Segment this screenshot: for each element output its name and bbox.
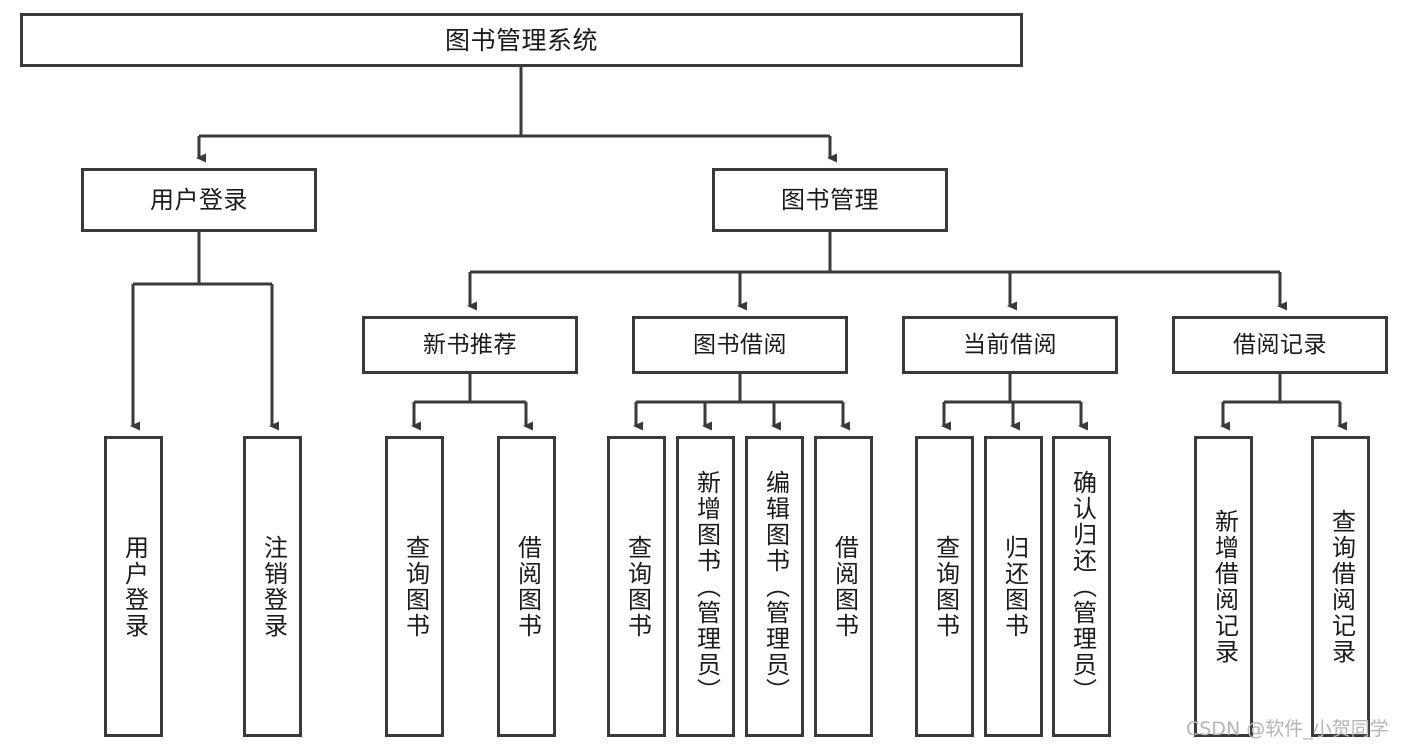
node-user-login[interactable]: 用户登录 (81, 168, 317, 232)
node-leaf-borrow-book-2-label: 借阅图书 (830, 534, 859, 639)
node-leaf-borrow-book-1[interactable]: 借阅图书 (497, 436, 556, 737)
node-leaf-borrow-book-2[interactable]: 借阅图书 (814, 436, 873, 737)
node-leaf-query-book-3[interactable]: 查询图书 (915, 436, 974, 737)
csdn-watermark: CSDN @软件_小贺同学 (1186, 718, 1389, 740)
node-leaf-return-book-label: 归还图书 (1000, 534, 1029, 639)
node-leaf-add-book-label: 新增图书（管理员） (692, 469, 721, 704)
node-leaf-add-book[interactable]: 新增图书（管理员） (676, 436, 735, 737)
node-book-borrow[interactable]: 图书借阅 (632, 316, 848, 374)
node-user-login-label: 用户登录 (150, 186, 248, 214)
node-leaf-edit-book-label: 编辑图书（管理员） (761, 469, 790, 704)
node-leaf-edit-book[interactable]: 编辑图书（管理员） (745, 436, 804, 737)
node-new-book-rec-label: 新书推荐 (423, 331, 517, 358)
node-leaf-confirm-return-label: 确认归还（管理员） (1068, 469, 1097, 704)
node-leaf-logout-label: 注销登录 (259, 534, 288, 639)
node-root-label: 图书管理系统 (444, 25, 598, 55)
node-borrow-record[interactable]: 借阅记录 (1172, 316, 1388, 374)
node-leaf-query-book-2-label: 查询图书 (623, 534, 652, 639)
node-new-book-rec[interactable]: 新书推荐 (362, 316, 578, 374)
node-leaf-query-book-1[interactable]: 查询图书 (385, 436, 444, 737)
node-leaf-user-login[interactable]: 用户登录 (104, 436, 163, 737)
node-leaf-add-record[interactable]: 新增借阅记录 (1194, 436, 1253, 737)
node-leaf-borrow-book-1-label: 借阅图书 (513, 534, 542, 639)
node-current-borrow-label: 当前借阅 (963, 331, 1057, 358)
node-leaf-query-book-1-label: 查询图书 (401, 534, 430, 639)
node-leaf-query-book-3-label: 查询图书 (931, 534, 960, 639)
node-leaf-query-record[interactable]: 查询借阅记录 (1311, 436, 1370, 737)
node-leaf-query-book-2[interactable]: 查询图书 (607, 436, 666, 737)
node-leaf-query-record-label: 查询借阅记录 (1327, 508, 1356, 665)
node-leaf-user-login-label: 用户登录 (120, 534, 149, 639)
node-borrow-record-label: 借阅记录 (1233, 331, 1327, 358)
node-root[interactable]: 图书管理系统 (20, 13, 1023, 67)
node-leaf-confirm-return[interactable]: 确认归还（管理员） (1052, 436, 1111, 737)
node-leaf-add-record-label: 新增借阅记录 (1210, 508, 1239, 665)
node-book-manage-label: 图书管理 (781, 186, 879, 214)
node-current-borrow[interactable]: 当前借阅 (902, 316, 1118, 374)
node-leaf-logout[interactable]: 注销登录 (243, 436, 302, 737)
node-leaf-return-book[interactable]: 归还图书 (984, 436, 1043, 737)
node-book-manage[interactable]: 图书管理 (712, 168, 948, 232)
node-book-borrow-label: 图书借阅 (693, 331, 787, 358)
